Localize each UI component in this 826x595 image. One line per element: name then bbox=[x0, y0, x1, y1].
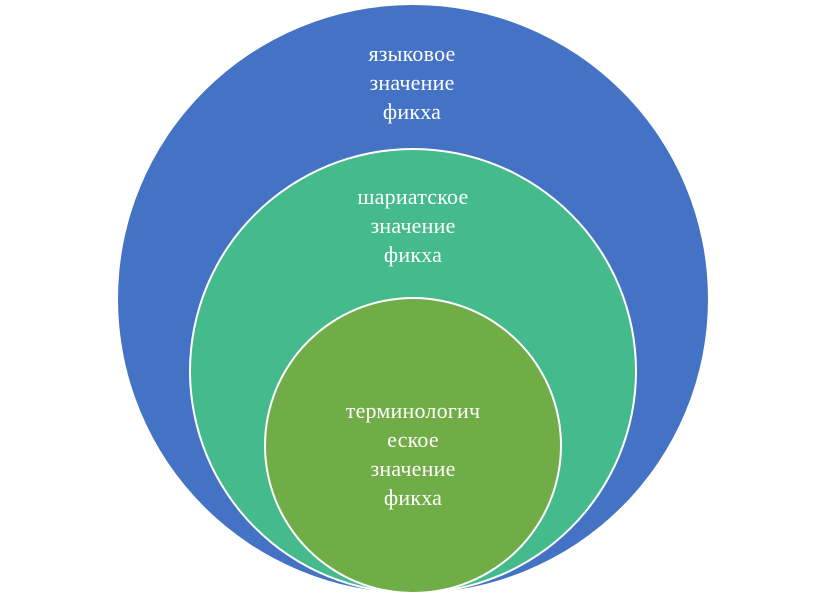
inner-label-line-1: терминологич bbox=[345, 398, 481, 423]
middle-label-line-2: значение bbox=[370, 213, 456, 238]
inner-label-line-2: еское bbox=[387, 427, 439, 452]
inner-label-line-3: значение bbox=[370, 456, 456, 481]
inner-circle bbox=[264, 297, 562, 594]
outer-label-line-1: языковое bbox=[368, 41, 456, 66]
inner-label-line-4: фикха bbox=[383, 485, 443, 510]
outer-label-line-2: значение bbox=[369, 70, 455, 95]
inner-circle-label: терминологич еское значение фикха bbox=[303, 396, 523, 512]
outer-circle-label: языковое значение фикха bbox=[312, 39, 512, 126]
middle-circle-label: шариатское значение фикха bbox=[313, 182, 513, 269]
outer-label-line-3: фикха bbox=[382, 99, 442, 124]
middle-label-line-1: шариатское bbox=[357, 184, 469, 209]
middle-label-line-3: фикха bbox=[383, 242, 443, 267]
